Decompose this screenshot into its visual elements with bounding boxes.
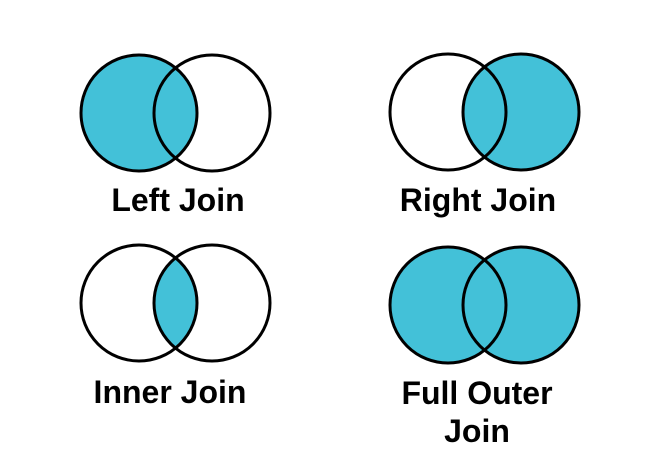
inner-join-venn-diagram (79, 243, 272, 363)
venn-right-circle-outline (461, 245, 581, 365)
venn-left-circle-outline (79, 243, 199, 363)
full-outer-join-label: Full Outer Join (401, 375, 553, 449)
venn-right-circle-outline (152, 243, 272, 363)
venn-intersection-fill (154, 245, 197, 361)
full-outer-join-venn-diagram (388, 245, 581, 365)
inner-join-label: Inner Join (93, 374, 247, 410)
venn-left-circle-fill (81, 55, 197, 171)
venn-left-circle-outline (388, 52, 508, 172)
venn-right-circle-fill (463, 54, 579, 170)
venn-right-circle-outline (461, 52, 581, 172)
right-join-label: Right Join (399, 182, 557, 218)
left-join-venn-diagram (79, 53, 272, 173)
venn-right-circle-outline (152, 53, 272, 173)
left-join-label: Left Join (111, 182, 245, 218)
venn-right-circle-fill (463, 247, 579, 363)
venn-left-circle-outline (388, 245, 508, 365)
venn-left-circle-outline (79, 53, 199, 173)
right-join-venn-diagram (388, 52, 581, 172)
